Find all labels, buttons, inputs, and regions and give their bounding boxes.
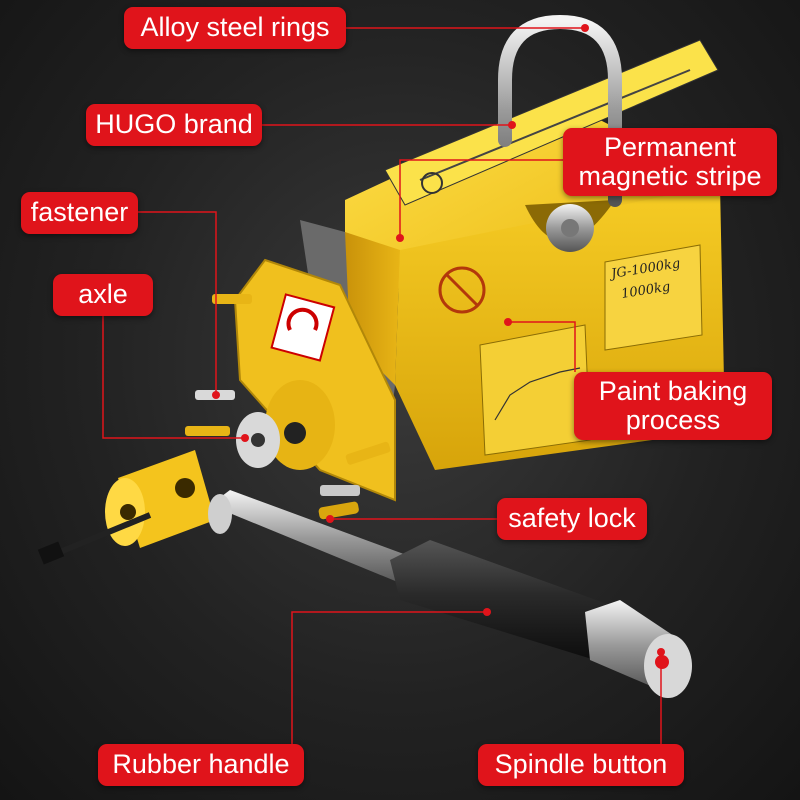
no-entry-icon (438, 266, 486, 314)
leader-line-axle (102, 313, 245, 439)
set-screw-head (37, 541, 65, 565)
leader-dot-safety-lock (326, 515, 334, 523)
rubber-handle (390, 540, 610, 660)
end-plate (185, 258, 396, 502)
coupling-sleeve-cross-hole (175, 478, 195, 498)
leader-line-paint (508, 321, 576, 372)
warning-sticker-rule (419, 69, 691, 181)
capacity-plate: JG-1000kg 1000kg (438, 244, 703, 456)
alloy-steel-ring (498, 14, 622, 207)
leader-dot-rubber-handle (483, 608, 491, 616)
shackle-bolt-center (561, 219, 579, 237)
leader-dot-stripe (396, 234, 404, 242)
callout-fastener-text: fastener (30, 197, 129, 228)
callout-permanent-magnetic-stripe: Permanent magnetic stripe (563, 128, 777, 196)
axle-cross-hole (284, 422, 306, 444)
fastener-bolt (212, 294, 252, 304)
callout-axle-text: axle (78, 279, 128, 310)
callout-safety-lock-text: safety lock (508, 503, 636, 534)
leader-line-rubber-handle (291, 611, 487, 748)
callout-fastener: fastener (21, 192, 138, 234)
safety-lock-pin (318, 501, 359, 520)
end-plate-panel (233, 258, 396, 502)
coupling-sleeve-bore (120, 504, 136, 520)
axle (236, 380, 335, 470)
fastener-bolt (345, 441, 391, 465)
callout-hugo-brand-text: HUGO brand (95, 109, 253, 140)
spindle-button-center (655, 655, 669, 669)
callout-stripe-line1: Permanent (603, 131, 737, 162)
rotate-arrow-icon (286, 307, 319, 331)
spindle-shaft (210, 490, 420, 585)
callout-stripe-line2: magnetic stripe (578, 161, 762, 191)
axle-hole (251, 433, 265, 447)
fastener-bolt (320, 485, 360, 496)
leader-dot-brand (508, 121, 516, 129)
leader-line-fastener (138, 211, 217, 395)
callout-alloy-steel-rings-text: Alloy steel rings (140, 12, 330, 43)
callout-paint-line2: process (625, 405, 721, 435)
callout-spindle-button-text: Spindle button (494, 749, 668, 780)
capacity-plate-panel (604, 244, 703, 351)
leader-dot-spindle-button (657, 648, 665, 656)
callout-rubber-handle-text: Rubber handle (112, 749, 290, 780)
leader-lines (102, 24, 665, 748)
leader-dot-paint (504, 318, 512, 326)
set-screw (58, 512, 152, 555)
callout-paint-line1: Paint baking (598, 375, 748, 406)
callout-hugo-brand: HUGO brand (86, 104, 262, 146)
no-entry-slash (445, 273, 479, 307)
callout-spindle-button: Spindle button (478, 744, 684, 786)
callout-rubber-handle: Rubber handle (98, 744, 304, 786)
callout-paint-baking-process: Paint baking process (574, 372, 772, 440)
spindle-shaft-end (208, 494, 232, 534)
callout-axle: axle (53, 274, 153, 316)
ce-mark (421, 172, 443, 194)
leader-line-stripe (399, 159, 565, 238)
fastener-bolt (185, 426, 230, 436)
callout-alloy-steel-rings: Alloy steel rings (124, 7, 346, 49)
leader-dot-rings (581, 24, 589, 32)
capacity-chart-plate (479, 324, 591, 456)
spindle-button (644, 634, 692, 698)
rotate-direction-sticker (270, 293, 336, 362)
top-label (384, 39, 719, 206)
leader-dot-fastener (212, 391, 220, 399)
callout-safety-lock: safety lock (497, 498, 647, 540)
handle-assembly (208, 490, 692, 698)
leader-dot-axle (241, 434, 249, 442)
coupling-sleeve (37, 450, 215, 565)
capacity-curve (494, 367, 581, 421)
warning-sticker (384, 39, 719, 206)
